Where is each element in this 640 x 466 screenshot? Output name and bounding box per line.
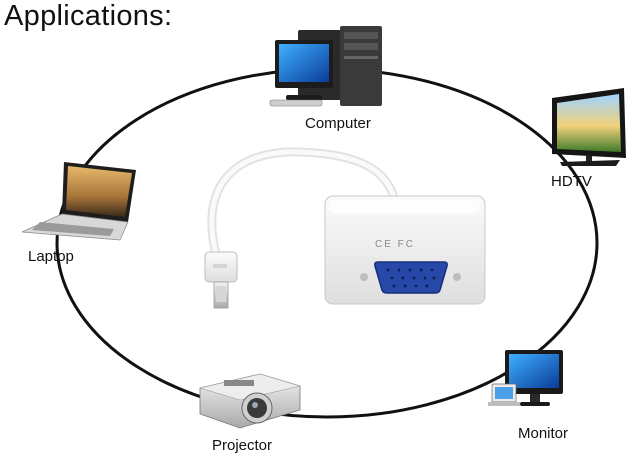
compliance-markings: CE FC bbox=[375, 239, 415, 250]
desktop-computer-icon bbox=[269, 26, 382, 107]
mini-displayport-to-vga-adapter: CE FC bbox=[204, 147, 486, 309]
flat-tv-icon bbox=[552, 88, 626, 166]
laptop-icon bbox=[21, 162, 136, 241]
device-label-hdtv: HDTV bbox=[551, 173, 592, 190]
lcd-monitor-icon bbox=[488, 350, 563, 406]
device-label-projector: Projector bbox=[212, 437, 273, 454]
page-title: Applications: bbox=[4, 0, 173, 32]
projector-icon bbox=[198, 373, 302, 429]
device-label-computer: Computer bbox=[305, 115, 371, 132]
device-label-monitor: Monitor bbox=[518, 425, 569, 442]
device-label-laptop: Laptop bbox=[28, 248, 74, 265]
vga-port bbox=[374, 261, 448, 294]
